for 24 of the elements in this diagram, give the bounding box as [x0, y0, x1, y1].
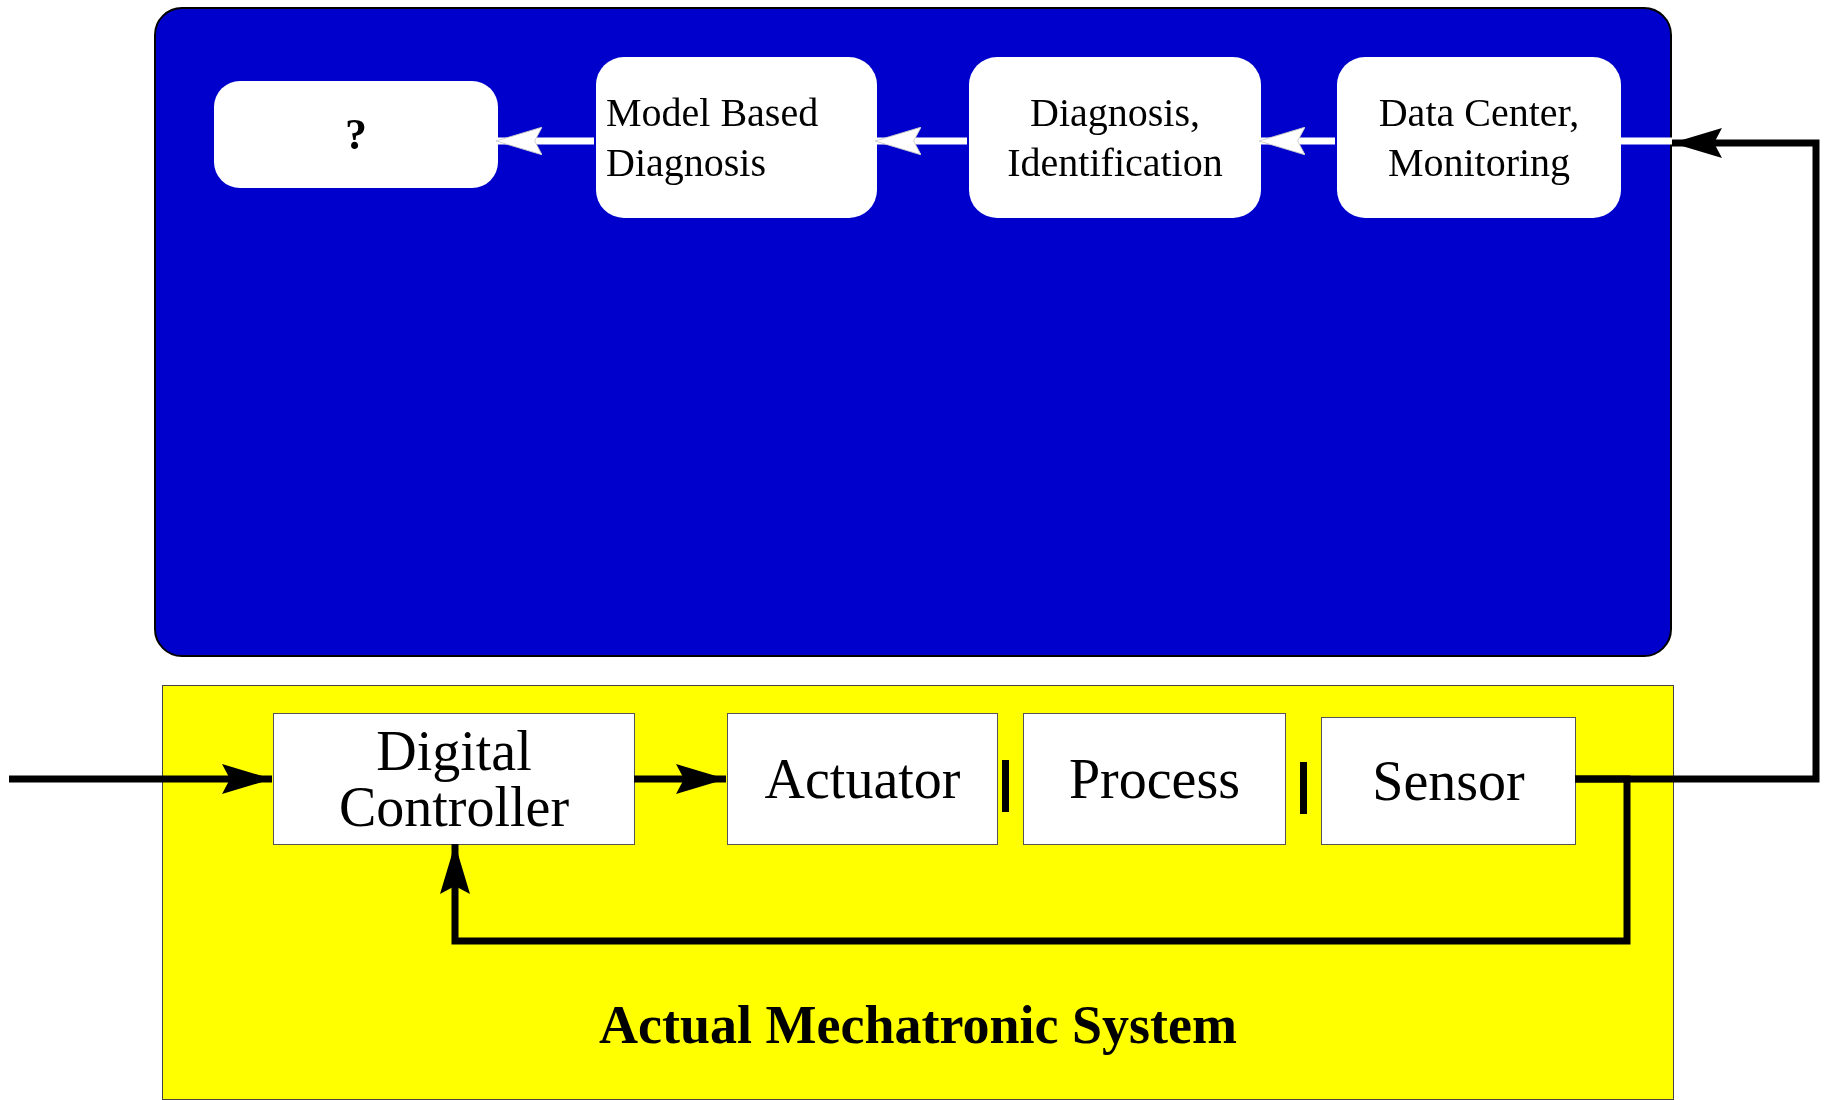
actuator-block	[727, 713, 998, 845]
arrow	[1575, 128, 1820, 783]
process-box	[214, 81, 498, 188]
arrow	[1258, 126, 1335, 156]
block-label: Process	[1067, 747, 1242, 812]
block-label: Data Center, Monitoring	[1377, 88, 1581, 187]
arrow	[634, 764, 726, 794]
block-label: Sensor	[1371, 749, 1526, 814]
block-label: ?	[344, 109, 368, 161]
process-box	[969, 57, 1261, 218]
process-box	[596, 57, 877, 218]
block-label: Actuator	[763, 747, 962, 812]
controller-block	[273, 713, 635, 845]
arrow	[495, 126, 594, 156]
arrow	[874, 126, 967, 156]
panel-title: Actual Mechatronic System	[598, 996, 1238, 1056]
sensor-block	[1321, 717, 1576, 845]
process-box	[1337, 57, 1621, 218]
block-label: Model Based Diagnosis	[605, 88, 820, 187]
process-block	[1023, 713, 1286, 845]
block-label: Diagnosis, Identification	[1006, 88, 1224, 187]
block-label: Digital Controller	[337, 723, 571, 835]
system-panel	[162, 685, 1674, 1100]
panel	[154, 7, 1672, 657]
